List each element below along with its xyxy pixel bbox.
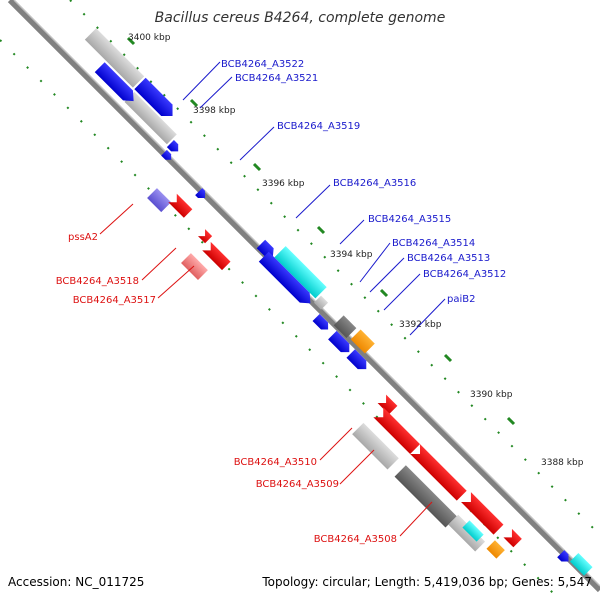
cds-lgrey-feature[interactable] bbox=[448, 514, 486, 552]
tick-label: 3388 kbp bbox=[541, 458, 584, 468]
cds-dark-feature[interactable] bbox=[333, 315, 357, 338]
cds-orange-feature[interactable] bbox=[350, 329, 375, 354]
tick-label: 3396 kbp bbox=[262, 179, 305, 189]
gene-arrow-bcb4264-a3518[interactable] bbox=[197, 229, 213, 244]
reverse-leader-lines bbox=[99, 203, 433, 537]
genome-title: Bacillus cereus B4264, complete genome bbox=[155, 10, 446, 26]
gene-label-paib2[interactable]: paiB2 bbox=[447, 294, 475, 305]
gene-arrow-bcb4264-a3509[interactable] bbox=[410, 444, 467, 501]
gene-arrow-bcb4264-a3513[interactable] bbox=[312, 313, 332, 333]
gene-label-bcb4264-a3518[interactable]: BCB4264_A3518 bbox=[56, 276, 139, 287]
tick-marks bbox=[126, 36, 516, 426]
gene-arrow-red-edge[interactable] bbox=[503, 528, 522, 548]
gene-arrow-small[interactable] bbox=[161, 149, 174, 163]
cds-cyan-feature[interactable] bbox=[462, 520, 484, 542]
gene-label-bcb4264-a3512[interactable]: BCB4264_A3512 bbox=[423, 269, 506, 280]
gene-label-bcb4264-a3510[interactable]: BCB4264_A3510 bbox=[234, 457, 317, 468]
tick-label: 3400 kbp bbox=[128, 33, 171, 43]
scale-ring-outer bbox=[69, 0, 600, 536]
gene-label-bcb4264-a3519[interactable]: BCB4264_A3519 bbox=[277, 121, 360, 132]
gene-label-pssa2[interactable]: pssA2 bbox=[68, 232, 98, 243]
gene-arrow-bcb4264-a3510[interactable] bbox=[373, 407, 421, 454]
gene-arrow-blue-edge[interactable] bbox=[557, 550, 572, 565]
gene-label-bcb4264-a3515[interactable]: BCB4264_A3515 bbox=[368, 214, 451, 225]
cds-dark-feature[interactable] bbox=[394, 465, 457, 528]
gene-label-bcb4264-a3514[interactable]: BCB4264_A3514 bbox=[392, 238, 475, 249]
gene-arrow-bcb4264-a3522[interactable] bbox=[134, 77, 178, 122]
gene-label-bcb4264-a3508[interactable]: BCB4264_A3508 bbox=[314, 534, 397, 545]
accession-label: Accession: NC_011725 bbox=[8, 575, 144, 589]
gene-arrow-red[interactable] bbox=[168, 193, 193, 218]
gene-arrow-bcb4264-a3514[interactable] bbox=[258, 251, 316, 309]
cds-cyan-feature[interactable] bbox=[569, 552, 593, 576]
cds-orange-feature[interactable] bbox=[486, 540, 505, 559]
cds-pink-feature[interactable] bbox=[181, 253, 208, 281]
gene-arrow-bcb4264-a3516[interactable] bbox=[195, 188, 208, 201]
feature-track bbox=[84, 28, 593, 576]
gene-arrow-bcb4264-a3508[interactable] bbox=[461, 492, 504, 535]
gene-arrow-paib2[interactable] bbox=[346, 349, 370, 373]
gene-arrow-bcb4264-a3517[interactable] bbox=[202, 241, 231, 271]
tick-label: 3394 kbp bbox=[330, 250, 373, 260]
gene-arrow-red-small[interactable] bbox=[377, 394, 398, 415]
gene-label-bcb4264-a3509[interactable]: BCB4264_A3509 bbox=[256, 479, 339, 490]
gene-arrow-bcb4264-a3512[interactable] bbox=[328, 330, 353, 356]
cds-grey-feature[interactable] bbox=[124, 91, 177, 145]
gene-arrow-bcb4264-a3519[interactable] bbox=[166, 140, 182, 155]
topology-label: Topology: circular; Length: 5,419,036 bp… bbox=[261, 575, 592, 589]
cds-cyan-feature[interactable] bbox=[274, 246, 327, 299]
gene-label-bcb4264-a3516[interactable]: BCB4264_A3516 bbox=[333, 178, 416, 189]
tick-label: 3398 kbp bbox=[193, 106, 236, 116]
gene-label-bcb4264-a3522[interactable]: BCB4264_A3522 bbox=[221, 59, 304, 70]
gene-label-bcb4264-a3521[interactable]: BCB4264_A3521 bbox=[235, 73, 318, 84]
tick-label: 3390 kbp bbox=[470, 390, 513, 400]
gene-arrow-bcb4264-a3521[interactable] bbox=[94, 62, 139, 106]
cds-grey-feature[interactable] bbox=[352, 422, 399, 470]
gene-label-bcb4264-a3517[interactable]: BCB4264_A3517 bbox=[73, 295, 156, 306]
cds-grey-feature[interactable] bbox=[84, 28, 145, 88]
gene-label-bcb4264-a3513[interactable]: BCB4264_A3513 bbox=[407, 253, 490, 264]
cds-violet-feature-pssa2[interactable] bbox=[147, 188, 172, 213]
forward-leader-lines bbox=[182, 61, 446, 336]
